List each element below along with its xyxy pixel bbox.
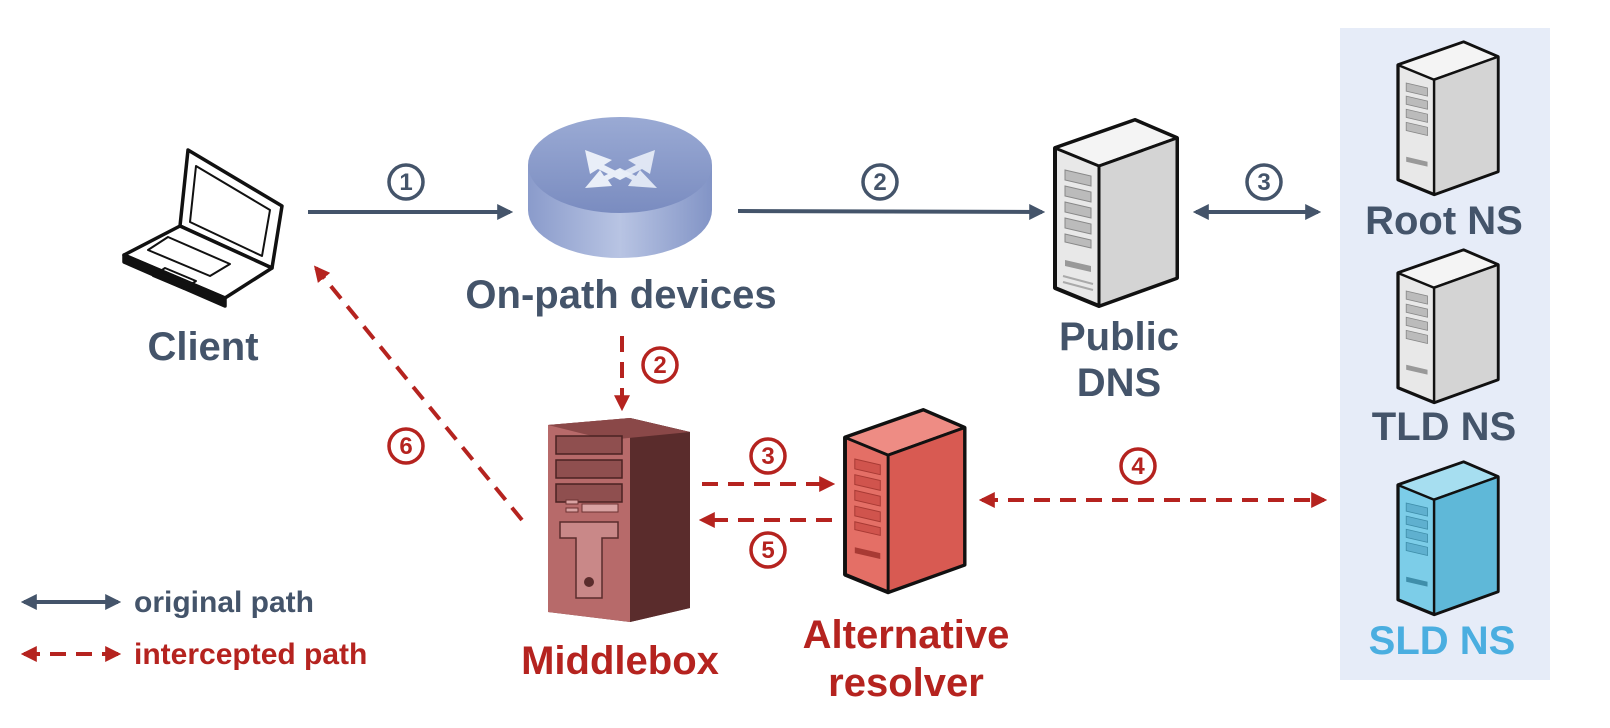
step-marker-intercepted-4: 4 bbox=[1119, 447, 1157, 485]
client-label: Client bbox=[147, 325, 258, 369]
sld-ns-server-icon bbox=[1396, 460, 1500, 617]
svg-text:3: 3 bbox=[761, 443, 774, 470]
onpath-devices-label: On-path devices bbox=[465, 273, 776, 317]
step-marker-intercepted-5: 5 bbox=[749, 531, 787, 569]
legend-intercepted-label: intercepted path bbox=[134, 638, 367, 671]
public-dns-server-icon bbox=[1053, 118, 1179, 308]
alternative-resolver-label-line1: Alternative bbox=[803, 613, 1010, 657]
legend-original-label: original path bbox=[134, 586, 314, 619]
step-marker-intercepted-6: 6 bbox=[387, 427, 425, 465]
middlebox-label: Middlebox bbox=[521, 639, 719, 683]
public-dns-label-line1: Public bbox=[1059, 315, 1179, 359]
step-marker-original-1: 1 bbox=[387, 163, 425, 201]
alternative-resolver-server-icon bbox=[843, 408, 967, 595]
step-marker-original-2: 2 bbox=[861, 163, 899, 201]
arrow-middlebox-to-client bbox=[313, 265, 524, 522]
sld-ns-label: SLD NS bbox=[1369, 619, 1516, 663]
desktop-tower-icon bbox=[548, 418, 690, 622]
tld-ns-server-icon bbox=[1396, 248, 1500, 405]
svg-text:2: 2 bbox=[873, 169, 886, 196]
svg-text:5: 5 bbox=[761, 537, 774, 564]
step-marker-original-3: 3 bbox=[1245, 163, 1283, 201]
alternative-resolver-label-line2: resolver bbox=[828, 661, 984, 705]
laptop-icon bbox=[122, 148, 284, 308]
step-marker-intercepted-2: 2 bbox=[641, 346, 679, 384]
svg-text:1: 1 bbox=[399, 169, 412, 196]
root-ns-label: Root NS bbox=[1365, 199, 1523, 243]
router-icon bbox=[528, 117, 712, 258]
arrow-onpath-to-public-dns bbox=[737, 203, 1046, 220]
svg-text:3: 3 bbox=[1257, 169, 1270, 196]
svg-text:4: 4 bbox=[1131, 453, 1145, 480]
public-dns-label-line2: DNS bbox=[1077, 361, 1161, 405]
svg-text:6: 6 bbox=[399, 433, 412, 460]
root-ns-server-icon bbox=[1396, 40, 1500, 197]
legend: original path intercepted path bbox=[20, 586, 367, 671]
intercepted-path-arrows bbox=[313, 265, 1328, 528]
step-marker-intercepted-3: 3 bbox=[749, 437, 787, 475]
svg-text:2: 2 bbox=[653, 352, 666, 379]
original-path-arrows bbox=[308, 203, 1322, 220]
tld-ns-label: TLD NS bbox=[1372, 405, 1516, 449]
